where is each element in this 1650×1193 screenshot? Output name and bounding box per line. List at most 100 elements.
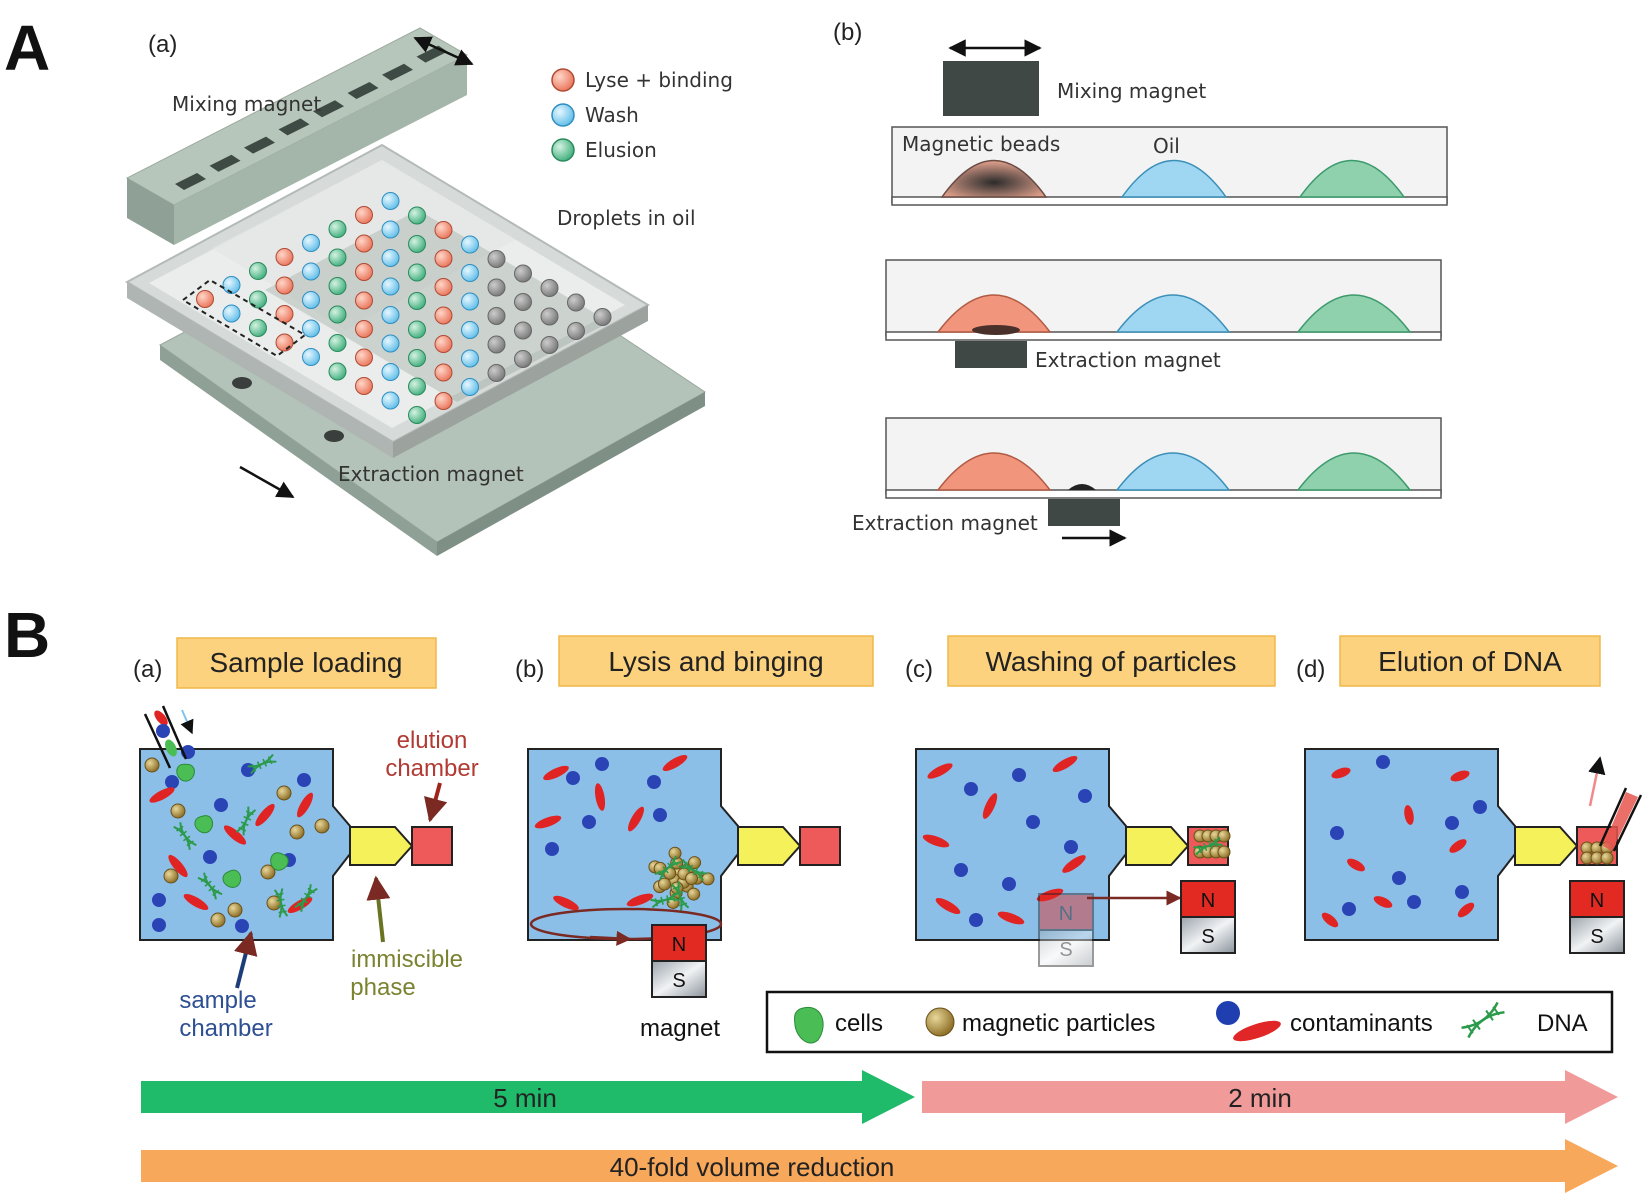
droplet (434, 335, 453, 353)
contaminant-dot (653, 808, 667, 822)
magnet-south-label: S (1059, 939, 1072, 961)
contaminant-rod (982, 793, 998, 819)
magnetic-particle (1600, 851, 1614, 865)
contaminant-dot (1455, 885, 1469, 899)
droplet (355, 234, 373, 253)
droplet (567, 293, 585, 312)
droplet (434, 278, 453, 296)
droplet (514, 293, 532, 311)
loading-arrow (180, 709, 194, 735)
droplet (249, 262, 267, 280)
contaminant-rod (935, 897, 961, 915)
immiscible-phase (1514, 826, 1579, 866)
immiscible-phase (349, 826, 414, 866)
droplet (540, 307, 559, 326)
mixing-magnet-square (313, 100, 344, 118)
magnet: NS (651, 924, 707, 998)
step-header-c: (c) Washing of particles (905, 635, 1276, 687)
pipette-edge (1612, 794, 1643, 852)
contaminant-rod (662, 754, 688, 772)
contaminant-dot (152, 893, 166, 907)
magnet-south (651, 960, 707, 998)
contaminant-dot (203, 850, 217, 864)
time-arrow-green: 5 min (141, 1070, 915, 1124)
droplet (196, 290, 214, 308)
contaminant-rod (594, 783, 606, 811)
legend-dna-label: DNA (1537, 1010, 1588, 1037)
droplet (514, 264, 532, 283)
droplet (355, 206, 373, 224)
droplet (381, 334, 400, 353)
magnet-label: magnet (640, 1015, 720, 1042)
contaminant-rod (534, 815, 562, 829)
sample-chamber-label-line2: chamber (179, 1015, 272, 1042)
legend-elusion-label: Elusion (585, 138, 657, 162)
panel-b-letter: B (4, 599, 50, 671)
magnet: NS (1180, 880, 1236, 954)
elution-chamber-pointer (424, 782, 448, 823)
droplet (328, 220, 347, 238)
droplet (434, 221, 453, 239)
sample-chamber (527, 748, 739, 941)
contaminant-dot (1342, 902, 1356, 916)
droplet (514, 350, 532, 368)
magnet-north (1180, 880, 1236, 918)
contaminant-dot (214, 798, 228, 812)
magnetic-particle (210, 912, 226, 928)
lyse-binding-droplet (936, 294, 1052, 333)
droplet (487, 278, 506, 297)
droplet (381, 249, 400, 267)
dna-strand (173, 822, 197, 850)
mixing-magnet-label-b: Mixing magnet (1057, 79, 1206, 103)
magnet-south-label: S (672, 970, 685, 992)
pipette-edge (143, 713, 172, 769)
step-c-title-box (947, 635, 1276, 687)
contaminant-rod (296, 792, 314, 818)
contaminant-rod (1052, 755, 1078, 773)
elution-arrow (1588, 756, 1606, 807)
legend-wash-label: Wash (585, 103, 639, 127)
contaminant-dot (1078, 789, 1092, 803)
magnetic-particle (1217, 829, 1231, 843)
contaminant-rod (997, 911, 1025, 925)
step-b-sub-label: (b) (515, 656, 544, 683)
magnet-north (651, 924, 707, 962)
immiscible-phase-pointer (366, 875, 391, 943)
contaminant-dot (1407, 895, 1421, 909)
step-d-title: Elution of DNA (1378, 646, 1562, 677)
contaminant-rod (183, 893, 209, 911)
contaminant-dot (165, 775, 179, 789)
lyse-binding-dot (551, 68, 575, 92)
droplet (461, 264, 479, 282)
contaminant-rod (1373, 896, 1393, 908)
magnet-north (1038, 893, 1094, 931)
magnet-north-label: N (672, 934, 686, 956)
sample-chamber-pointer (234, 930, 258, 989)
droplet (461, 292, 479, 311)
contaminant-dot-icon (1216, 1001, 1240, 1025)
extraction-magnet-slab-side (160, 345, 437, 556)
droplet (434, 363, 453, 382)
contaminant-rod-icon (1233, 1020, 1281, 1042)
step-a-title-box (176, 637, 437, 689)
contaminant-rod (1404, 805, 1414, 825)
oil-label: Oil (1153, 134, 1180, 158)
droplet (302, 348, 320, 366)
legend-lyse-binding: Lyse + binding (551, 68, 733, 92)
magnetic-particle (260, 864, 276, 880)
magnetic-particle (163, 868, 179, 884)
droplet (355, 348, 373, 367)
droplet-grid (196, 192, 612, 424)
particle-legend: cells magnetic particles contaminants DN… (765, 990, 1614, 1054)
contaminant-dot (647, 775, 661, 789)
legend-contaminants-label: contaminants (1290, 1010, 1433, 1037)
cross-section-transfer: Extraction magnet (852, 417, 1442, 547)
droplet (302, 319, 320, 338)
step-c-sub-label: (c) (905, 656, 933, 683)
magnetic-particle (170, 803, 186, 819)
magnetic-particle (289, 824, 305, 840)
elution-chamber (411, 826, 453, 866)
green-bar-label: 5 min (493, 1083, 557, 1113)
magnet-north-label: N (1201, 890, 1215, 912)
